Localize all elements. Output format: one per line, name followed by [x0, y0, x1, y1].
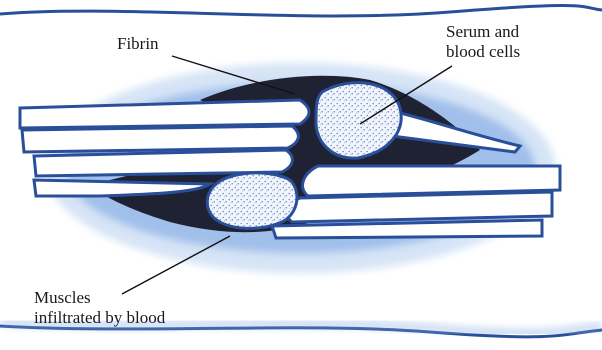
muscles-infiltrated-label: Muscles infiltrated by blood	[34, 288, 165, 328]
muscles-label-line-2: infiltrated by blood	[34, 308, 165, 328]
right-lower-fibres	[272, 166, 560, 238]
serum-label-line-1: Serum and	[446, 22, 520, 42]
fibrin-label: Fibrin	[117, 34, 159, 54]
left-upper-fibres	[20, 100, 309, 176]
serum-label-line-2: blood cells	[446, 42, 520, 62]
serum-and-blood-cells-label: Serum and blood cells	[446, 22, 520, 62]
blood-cell-cluster-lower	[207, 173, 297, 229]
muscles-label-line-1: Muscles	[34, 288, 165, 308]
upper-fascia-line	[0, 6, 602, 16]
